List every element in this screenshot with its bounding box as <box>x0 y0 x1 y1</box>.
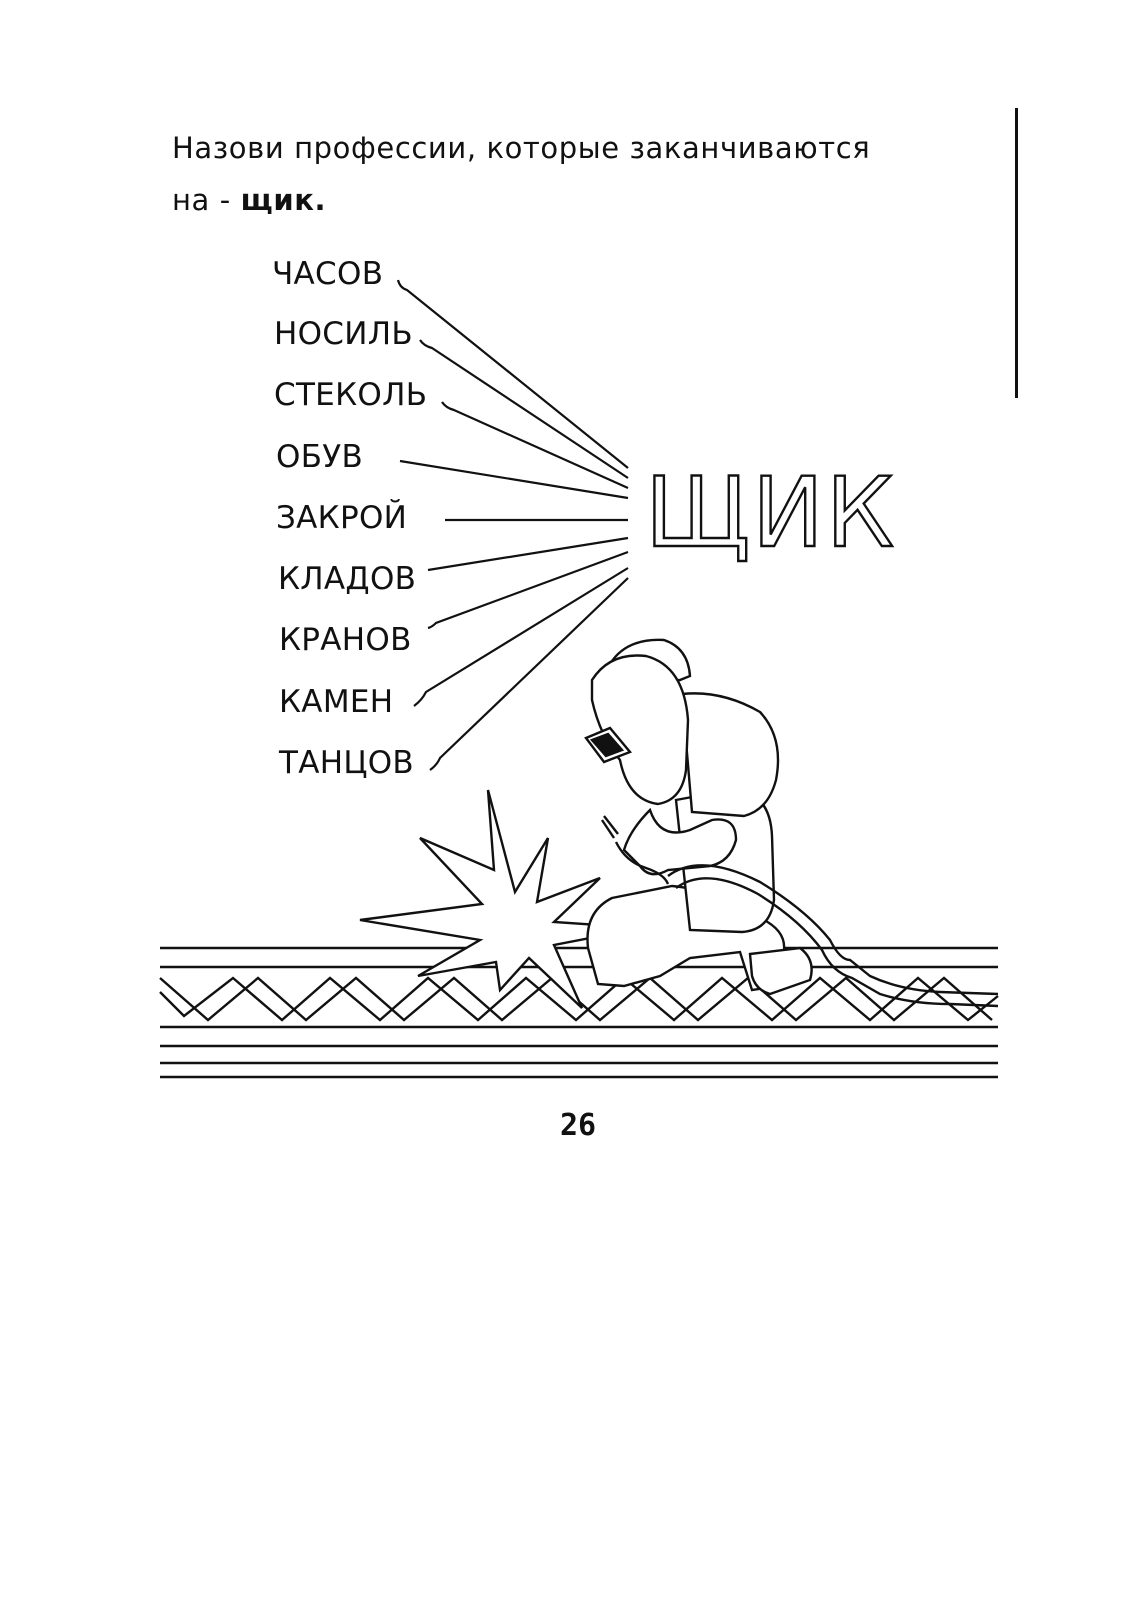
word-stem: КАМЕН <box>279 684 394 720</box>
welder-icon <box>584 638 999 1008</box>
page-number: 26 <box>560 1108 597 1143</box>
word-stem: КЛАДОВ <box>278 561 417 597</box>
word-stem: ОБУВ <box>276 439 364 475</box>
word-stem: ТАНЦОВ <box>279 745 414 781</box>
word-stem: СТЕКОЛЬ <box>274 377 428 413</box>
welding-spark-icon <box>359 789 643 1009</box>
connector-line <box>396 279 629 469</box>
word-stem: КРАНОВ <box>279 622 412 658</box>
floor-beam <box>159 946 999 1079</box>
instruction-line-1: Назови профессии, которые заканчиваются <box>172 131 871 165</box>
instruction-text: Назови профессии, которые заканчиваются … <box>172 122 990 226</box>
word-stem: НОСИЛЬ <box>274 316 413 352</box>
page-edge-line <box>1015 108 1018 398</box>
connector-lines <box>396 279 629 771</box>
instruction-suffix: щик. <box>240 183 327 217</box>
word-stem: ЗАКРОЙ <box>276 500 408 536</box>
instruction-prefix: на - <box>172 183 231 217</box>
word-stem: ЧАСОВ <box>272 256 384 292</box>
suffix-outline-text: ЩИК <box>645 457 896 569</box>
